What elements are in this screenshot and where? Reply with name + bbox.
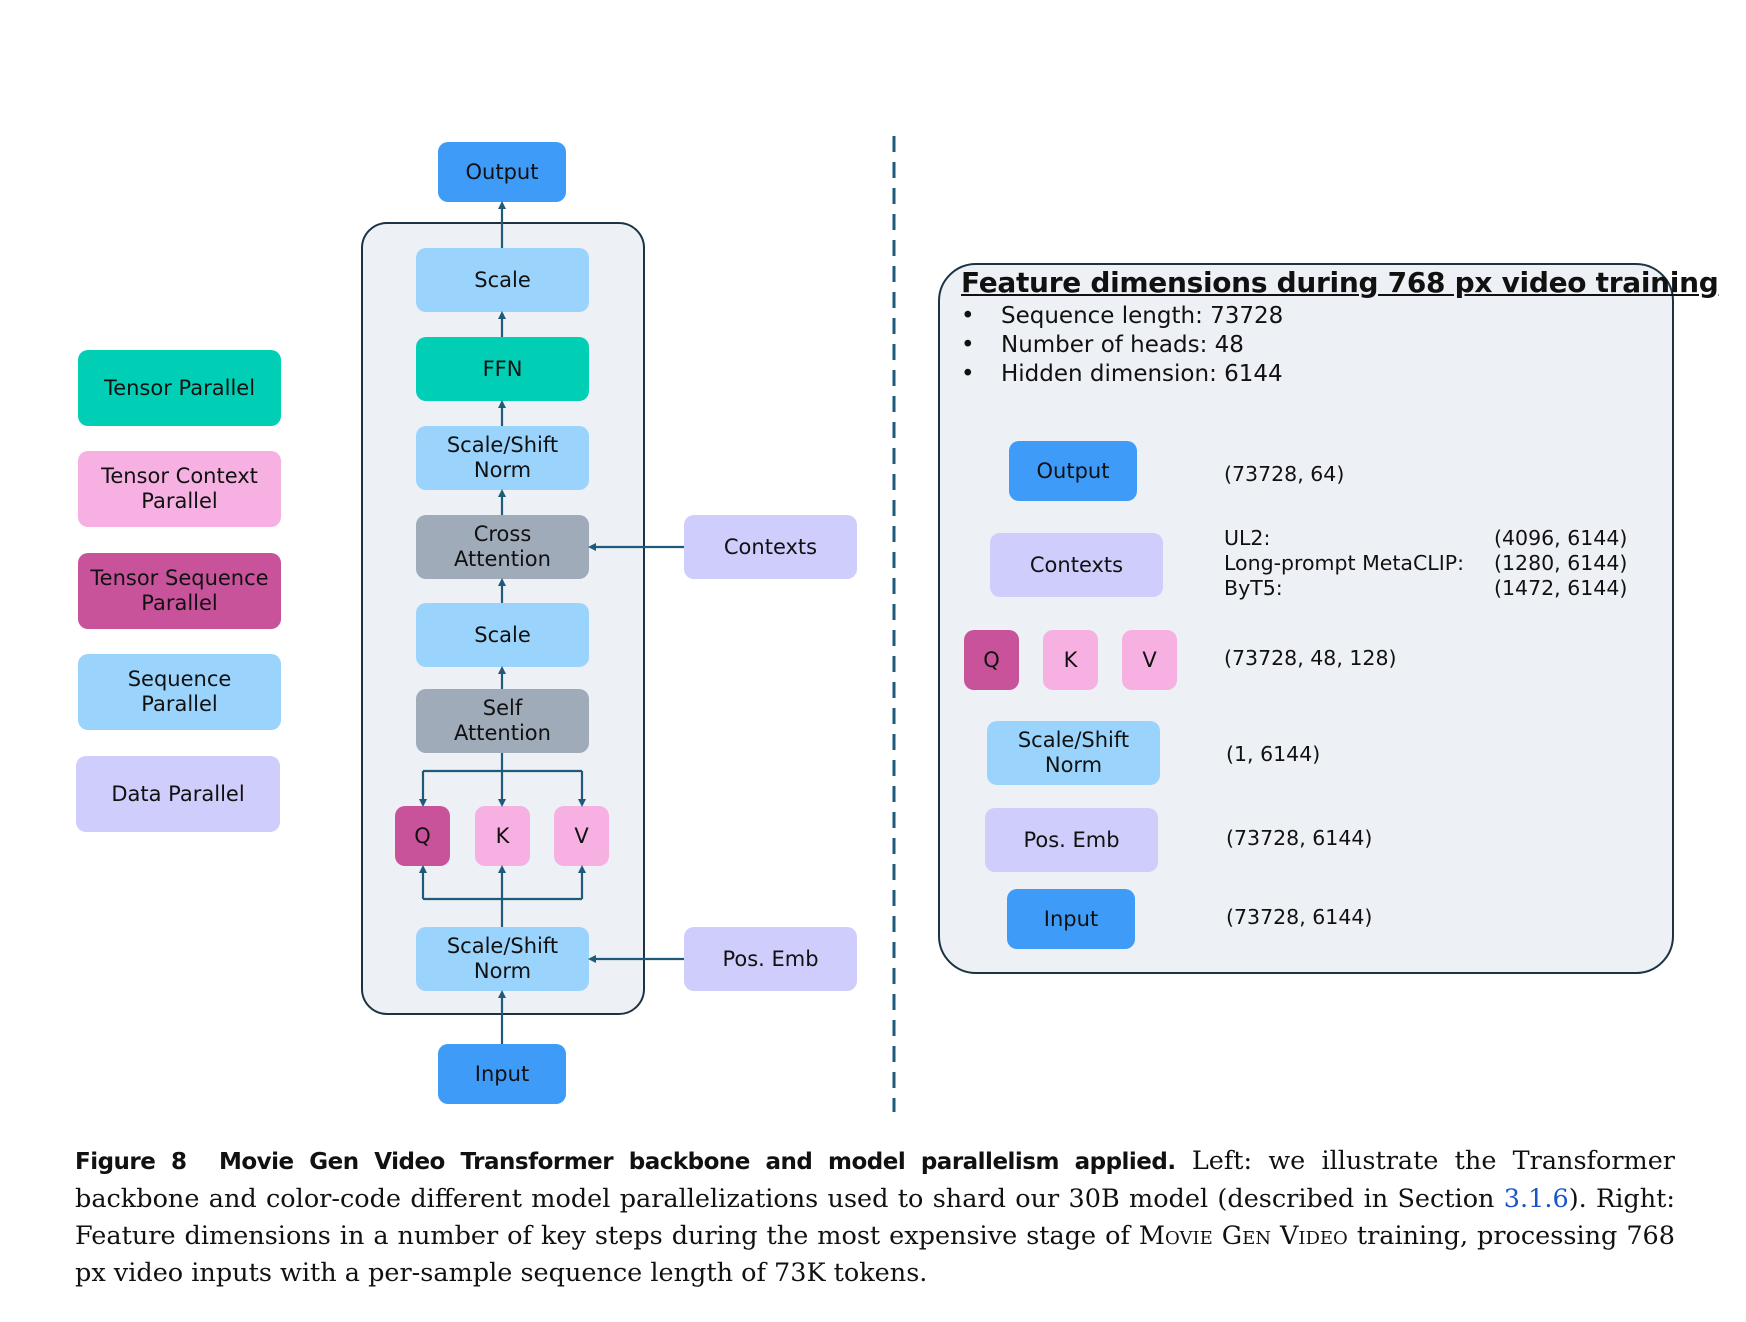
scale-shift-norm-bottom-block: Scale/Shift Norm (416, 927, 589, 991)
pos-emb-block: Pos. Emb (684, 927, 857, 991)
feature-dimensions-title: Feature dimensions during 768 px video t… (961, 266, 1719, 299)
fd-pos-emb-dims: (73728, 6144) (1226, 826, 1373, 850)
bullet-hidden-dimension: Hidden dimension: 6144 (961, 360, 1283, 389)
k-block: K (475, 806, 530, 866)
fd-contexts-dims: UL2:(4096, 6144) Long-prompt MetaCLIP:(1… (1224, 526, 1627, 601)
scale-shift-norm-top-block: Scale/Shift Norm (416, 426, 589, 490)
figure-title: Movie Gen Video Transformer backbone and… (218, 1149, 1176, 1175)
caption-text-3: training, processing 768 px video inputs… (75, 1221, 1676, 1288)
legend-tensor-sequence-parallel: Tensor Sequence Parallel (78, 553, 281, 629)
fd-scale-shift-norm-block: Scale/Shift Norm (987, 721, 1160, 785)
fd-qkv-dims: (73728, 48, 128) (1224, 646, 1397, 670)
fd-input-block: Input (1007, 889, 1135, 949)
fd-v-block: V (1122, 630, 1177, 690)
fd-scale-shift-norm-dims: (1, 6144) (1226, 742, 1321, 766)
caption-text-1: Left: we illustrate the Transformer back… (75, 1146, 1675, 1214)
caption-model-name: Movie Gen Video (1138, 1221, 1348, 1251)
cross-attention-block: Cross Attention (416, 515, 589, 579)
backbone-output: Output (438, 142, 566, 202)
figure-caption: Figure 8 Movie Gen Video Transformer bac… (75, 1143, 1675, 1292)
context-metaclip: Long-prompt MetaCLIP:(1280, 6144) (1224, 551, 1628, 575)
fd-output-block: Output (1009, 441, 1137, 501)
fd-input-dims: (73728, 6144) (1226, 905, 1373, 929)
fd-pos-emb-block: Pos. Emb (985, 808, 1158, 872)
legend-sequence-parallel: Sequence Parallel (78, 654, 281, 730)
legend-data-parallel: Data Parallel (76, 756, 280, 832)
fd-output-dims: (73728, 64) (1224, 462, 1345, 486)
feature-dimensions-bullets: Sequence length: 73728 Number of heads: … (961, 302, 1283, 389)
scale-top-block: Scale (416, 248, 589, 312)
q-block: Q (395, 806, 450, 866)
scale-mid-block: Scale (416, 603, 589, 667)
fd-contexts-block: Contexts (990, 533, 1163, 597)
fd-q-block: Q (964, 630, 1019, 690)
context-ul2: UL2:(4096, 6144) (1224, 526, 1628, 550)
v-block: V (554, 806, 609, 866)
ffn-block: FFN (416, 337, 589, 401)
legend-tensor-parallel: Tensor Parallel (78, 350, 281, 426)
section-link[interactable]: 3.1.6 (1503, 1184, 1569, 1214)
self-attention-block: Self Attention (416, 689, 589, 753)
bullet-sequence-length: Sequence length: 73728 (961, 302, 1283, 331)
backbone-input: Input (438, 1044, 566, 1104)
figure-label: Figure 8 (75, 1149, 187, 1175)
fd-k-block: K (1043, 630, 1098, 690)
contexts-block: Contexts (684, 515, 857, 579)
bullet-number-of-heads: Number of heads: 48 (961, 331, 1283, 360)
caption-text-2: ). Right: Feature dimensions in a number… (75, 1184, 1675, 1251)
context-byt5: ByT5:(1472, 6144) (1224, 576, 1628, 600)
legend-tensor-context-parallel: Tensor Context Parallel (78, 451, 281, 527)
